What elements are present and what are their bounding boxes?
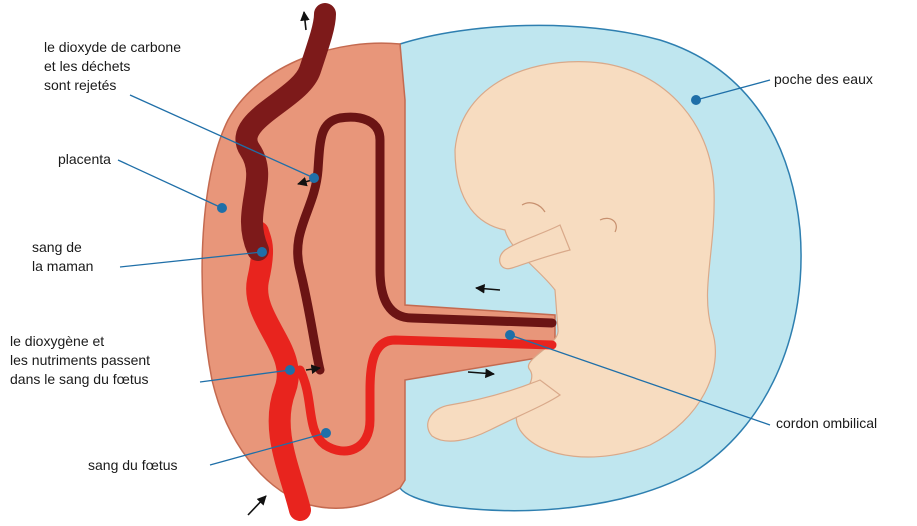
label-sang-foetus-line1: sang du fœtus [88,456,178,475]
arrow-bottom [248,496,266,515]
label-sang-maman-line2: la maman [32,257,93,276]
label-co2-line2: et les déchets [44,57,181,76]
dot-placenta [217,203,227,213]
dot-sang-maman [257,247,267,257]
label-poche: poche des eaux [774,70,873,89]
label-sang-maman-line1: sang de [32,238,93,257]
label-co2-line1: le dioxyde de carbone [44,38,181,57]
label-cordon-line1: cordon ombilical [776,414,877,433]
label-sang-foetus: sang du fœtus [88,456,178,475]
label-sang-maman: sang de la maman [32,238,93,276]
label-placenta: placenta [58,150,111,169]
arrow-top [304,12,306,30]
label-co2-line3: sont rejetés [44,76,181,95]
label-co2: le dioxyde de carbone et les déchets son… [44,38,181,95]
leader-placenta [118,160,222,208]
dot-co2 [309,173,319,183]
dot-poche [691,95,701,105]
label-poche-line1: poche des eaux [774,70,873,89]
label-dioxygene: le dioxygène et les nutriments passent d… [10,332,150,389]
dot-cordon [505,330,515,340]
label-cordon: cordon ombilical [776,414,877,433]
label-placenta-line1: placenta [58,150,111,169]
dot-dioxygene [285,365,295,375]
dot-sang-foetus [321,428,331,438]
label-dioxygene-line3: dans le sang du fœtus [10,370,150,389]
label-dioxygene-line1: le dioxygène et [10,332,150,351]
label-dioxygene-line2: les nutriments passent [10,351,150,370]
